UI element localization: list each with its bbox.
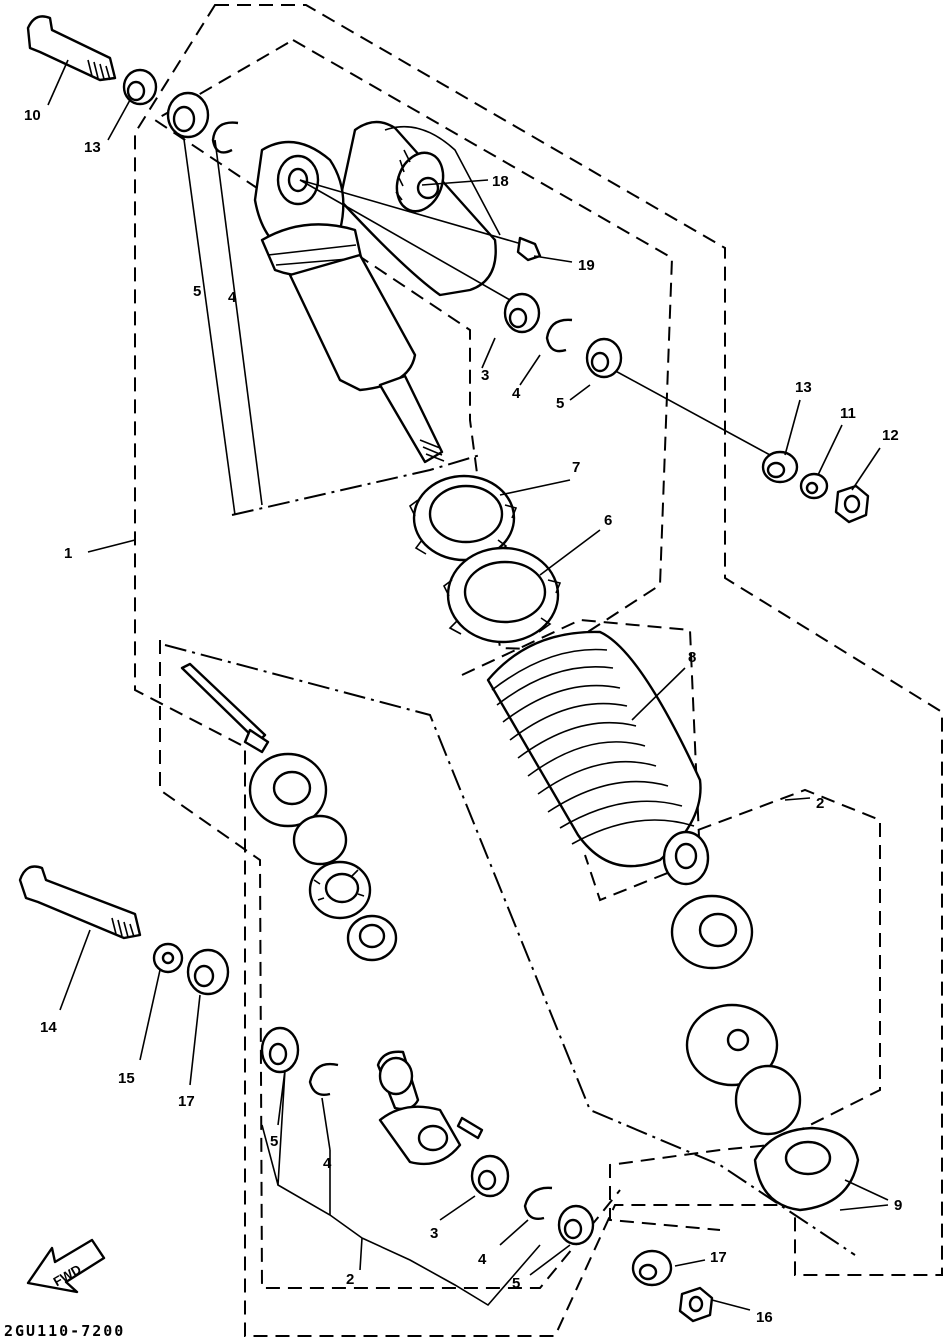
reservoir-adjuster-knob bbox=[395, 149, 445, 213]
shock-absorber-body bbox=[253, 120, 501, 464]
callout-17: 17 bbox=[178, 1093, 195, 1110]
shock-spring bbox=[486, 630, 702, 868]
callout-12: 12 bbox=[882, 427, 899, 444]
forward-direction-arrow: FWD bbox=[26, 1238, 106, 1294]
callout-13: 13 bbox=[84, 139, 101, 156]
callout-numbers: 1 2 2 3 3 4 4 4 4 5 5 5 5 6 7 8 9 10 11 … bbox=[24, 107, 902, 1326]
callout-8: 8 bbox=[688, 649, 696, 666]
callout-13: 13 bbox=[795, 379, 812, 396]
callout-11: 11 bbox=[840, 405, 856, 422]
callout-2: 2 bbox=[346, 1271, 354, 1288]
callout-5: 5 bbox=[556, 395, 564, 412]
callout-2: 2 bbox=[816, 795, 824, 812]
callout-10: 10 bbox=[24, 107, 41, 124]
callout-9: 9 bbox=[894, 1197, 902, 1214]
callout-15: 15 bbox=[118, 1070, 135, 1087]
spring-adjuster-rings bbox=[408, 474, 562, 644]
callout-5: 5 bbox=[270, 1133, 278, 1150]
callout-5: 5 bbox=[512, 1275, 520, 1292]
upper-bolt bbox=[26, 15, 117, 82]
callout-4: 4 bbox=[478, 1251, 487, 1268]
callout-4: 4 bbox=[228, 289, 237, 306]
callout-6: 6 bbox=[604, 512, 612, 529]
callout-14: 14 bbox=[40, 1019, 57, 1036]
callout-18: 18 bbox=[492, 173, 509, 190]
subassembly-dashdot-lines bbox=[164, 454, 856, 1256]
spring-adjuster-locknut bbox=[408, 474, 518, 562]
callout-17: 17 bbox=[710, 1249, 727, 1266]
upper-mount-hardware bbox=[26, 15, 870, 524]
callout-16: 16 bbox=[756, 1309, 773, 1326]
callout-leaders bbox=[47, 59, 889, 1311]
mounting-axis-lines bbox=[179, 109, 771, 516]
spring-guide-parts bbox=[662, 830, 860, 1212]
callout-19: 19 bbox=[578, 257, 595, 274]
lower-mount-parts bbox=[18, 662, 714, 1323]
callout-1: 1 bbox=[64, 545, 72, 562]
drawing-code: 2GU110-7200 bbox=[4, 1322, 125, 1340]
callout-3: 3 bbox=[481, 367, 489, 384]
spring-adjuster-nut bbox=[442, 546, 562, 644]
callout-4: 4 bbox=[512, 385, 521, 402]
callout-4: 4 bbox=[323, 1155, 332, 1172]
callout-5: 5 bbox=[193, 283, 201, 300]
callout-7: 7 bbox=[572, 459, 580, 476]
callout-3: 3 bbox=[430, 1225, 438, 1242]
